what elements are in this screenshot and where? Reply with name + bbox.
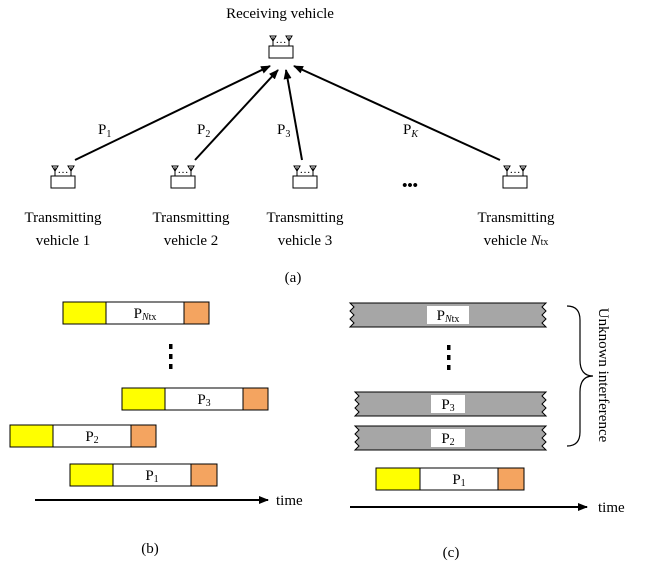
- caption-b: (b): [141, 541, 159, 557]
- transmitter-n-label-line2: vehicle Ntx: [484, 233, 549, 249]
- packet-ntx-label: PNtx: [134, 306, 157, 323]
- packet-3-label: P3: [197, 392, 210, 409]
- transmitter-3-label-line1: Transmitting: [267, 210, 344, 226]
- link-arrow-3: [283, 69, 303, 161]
- link-label-k: PK: [403, 122, 419, 140]
- interference-3-label: P3: [441, 397, 454, 414]
- link-arrow-1: [74, 65, 271, 161]
- vdots-b: [169, 344, 173, 369]
- link-label-1: P1: [98, 122, 111, 140]
- desired-packet-label: P1: [452, 472, 465, 489]
- interference-brace: [566, 305, 594, 447]
- panel-c: PNtx P3 P2 Unknown interference P1: [348, 302, 625, 561]
- link-arrow-k: [293, 65, 501, 161]
- link-arrow-2: [194, 69, 279, 161]
- transmitter-1-antenna-icon: [50, 163, 76, 189]
- packet-1-label: P1: [145, 468, 158, 485]
- caption-a: (a): [285, 270, 302, 286]
- interference-2-label: P2: [441, 431, 454, 448]
- packet-1: P1: [69, 463, 218, 487]
- packet-ntx: PNtx: [62, 301, 210, 325]
- ellipsis: •••: [402, 178, 418, 194]
- transmitter-3-antenna-icon: [292, 163, 318, 189]
- receiver-label: Receiving vehicle: [226, 6, 334, 22]
- panel-a: Receiving vehicle P1 P2 P3 PK ••• Transm…: [25, 6, 555, 286]
- transmitter-1-label-line1: Transmitting: [25, 210, 102, 226]
- interference-packet-ntx: PNtx: [348, 302, 548, 328]
- transmitter-1-label-line2: vehicle 1: [36, 233, 91, 249]
- transmitter-2-label-line2: vehicle 2: [164, 233, 219, 249]
- packet-2: P2: [9, 424, 157, 448]
- transmitter-2-antenna-icon: [170, 163, 196, 189]
- receiver-antenna-icon: [268, 33, 294, 59]
- vdots-c: [447, 345, 451, 370]
- transmitter-n-antenna-icon: [502, 163, 528, 189]
- transmitter-n-label-line1: Transmitting: [478, 210, 555, 226]
- caption-c: (c): [443, 545, 460, 561]
- link-label-3: P3: [277, 122, 290, 140]
- transmitter-2-label-line1: Transmitting: [153, 210, 230, 226]
- time-label-c: time: [598, 500, 625, 516]
- interference-packet-2: P2: [353, 425, 548, 451]
- link-label-2: P2: [197, 122, 210, 140]
- desired-packet-1: P1: [375, 467, 525, 491]
- interference-packet-3: P3: [353, 391, 548, 417]
- brace-label: Unknown interference: [595, 308, 611, 443]
- packet-2-label: P2: [85, 429, 98, 446]
- time-label-b: time: [276, 493, 303, 509]
- packet-3: P3: [121, 387, 269, 411]
- interference-ntx-label: PNtx: [437, 308, 460, 325]
- transmitter-3-label-line2: vehicle 3: [278, 233, 333, 249]
- panel-b: PNtx P3 P2 P1 time (b): [9, 301, 303, 557]
